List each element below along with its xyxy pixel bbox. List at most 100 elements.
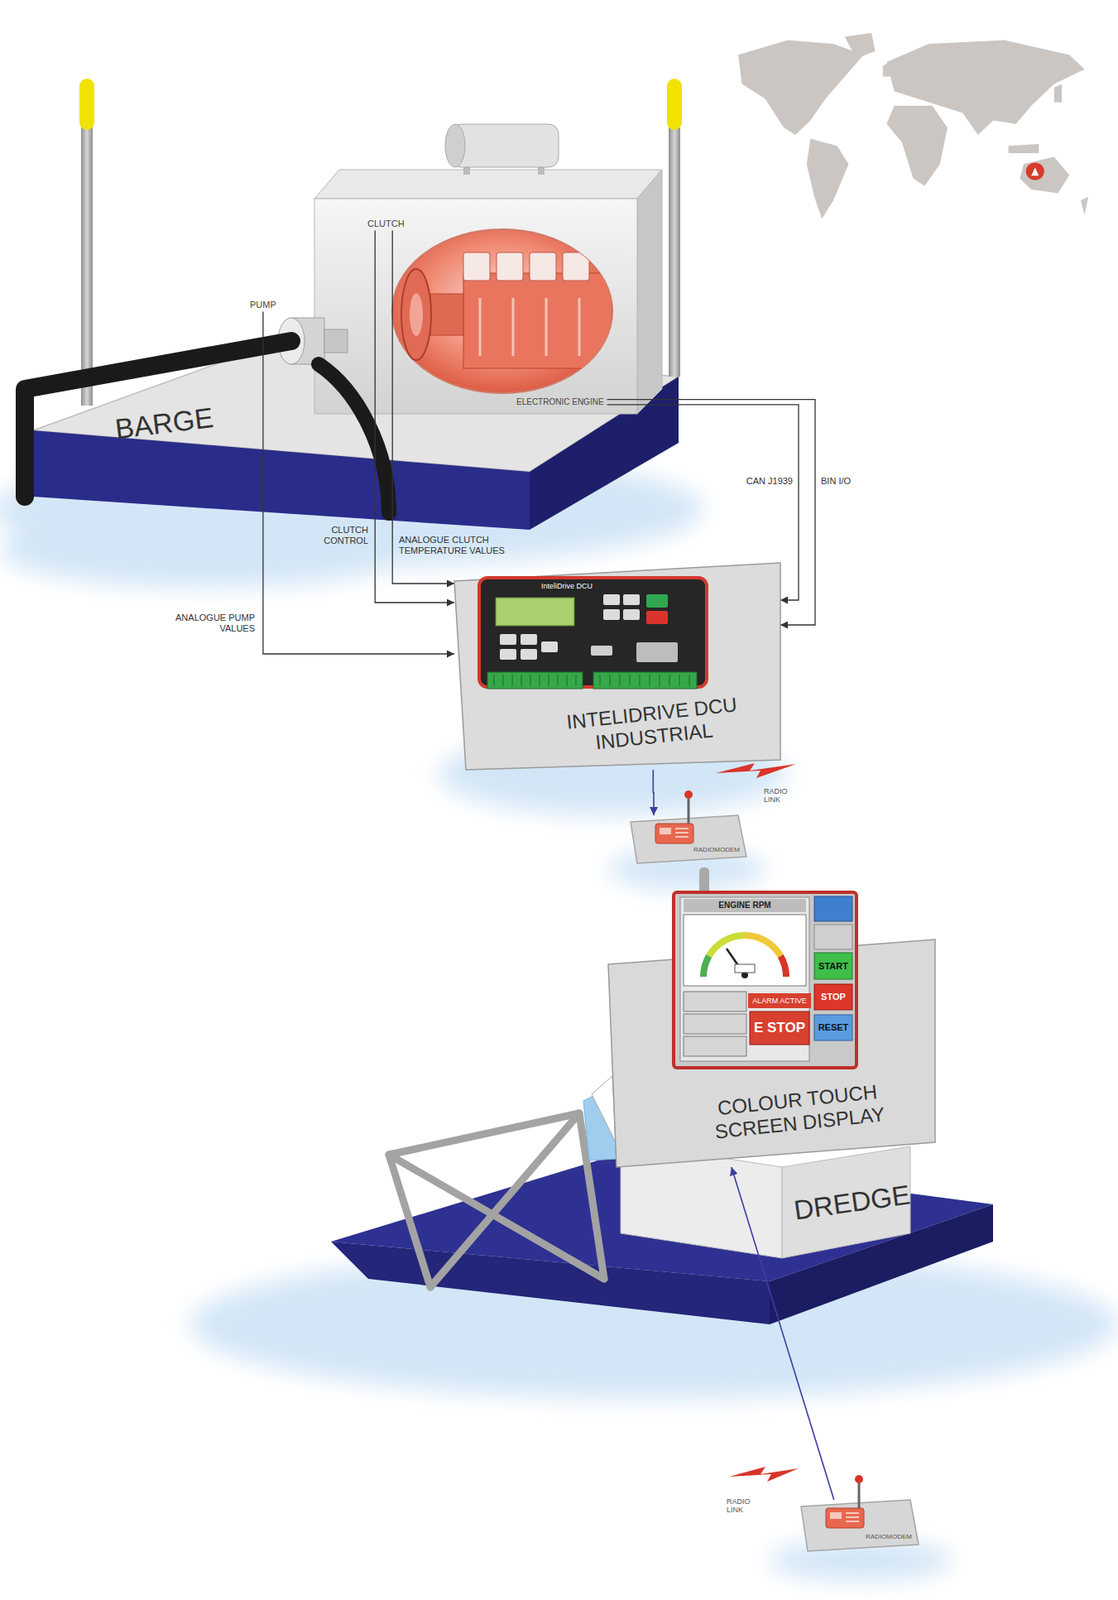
hose: [24, 340, 389, 514]
radio-modem: RADIOMODEM: [801, 1499, 919, 1551]
node-text: PUMP: [249, 299, 277, 311]
terminal-block: [619, 674, 621, 687]
dredge-gantry: [430, 1113, 580, 1287]
panel-outline: [454, 562, 781, 770]
modem-icon: [655, 823, 694, 844]
continent: [1008, 143, 1040, 154]
terminal-block: [659, 674, 661, 687]
modem-icon: [830, 1511, 842, 1519]
dredge-cabin: [591, 1075, 616, 1142]
panel-shape: [630, 815, 747, 864]
dredge-hull: [331, 1241, 770, 1325]
engine-cutaway: [430, 293, 464, 336]
terminal-block: [593, 671, 697, 689]
link-label: RADIO LINK: [726, 1494, 765, 1517]
terminal-block: [609, 674, 611, 687]
engine-housing: [451, 124, 559, 168]
antenna: [687, 796, 691, 824]
keypad-button: [590, 645, 613, 656]
controller-device: [479, 577, 707, 687]
continent: [886, 105, 948, 187]
start-button: [646, 594, 668, 608]
touch-screen: [680, 897, 810, 1061]
link-label: RADIO LINK: [763, 784, 802, 807]
screen-button-text: START: [814, 952, 853, 979]
node-text: CLUTCH: [367, 218, 405, 230]
panel-shape: [801, 1499, 919, 1551]
antenna: [854, 1474, 864, 1483]
engine-cutaway: [545, 297, 548, 356]
touch-screen: [683, 991, 747, 1012]
device-name: InteliDrive DCU: [541, 580, 649, 592]
terminal-block: [599, 674, 601, 687]
mast: [81, 124, 93, 406]
terminal-block: [679, 674, 681, 687]
modem-icon: [675, 827, 689, 830]
cloud: [0, 513, 414, 588]
touch-screen: [683, 1036, 747, 1056]
hose: [24, 340, 292, 497]
terminal-block: [487, 671, 583, 689]
engine-cutaway: [463, 252, 490, 281]
engine-cutaway: [512, 297, 515, 356]
modem-icon: [845, 1520, 859, 1522]
pump: [324, 329, 348, 353]
dredge-gantry: [388, 1154, 605, 1279]
modem-icon: [675, 831, 689, 834]
modem-icon: [845, 1516, 859, 1518]
terminal-block: [512, 674, 514, 687]
touch-screen: [814, 896, 853, 922]
engine-housing: [637, 169, 663, 414]
touch-screen: [726, 948, 745, 975]
lcd-screen: [495, 597, 575, 626]
node-text: ELECTRONIC ENGINE: [516, 397, 605, 408]
continent: [1054, 83, 1062, 102]
touch-screen: [683, 914, 807, 986]
node-text: BARGE: [113, 401, 216, 446]
engine-cutaway: [479, 297, 482, 356]
touch-screen: [780, 955, 787, 977]
vessel-label: BARGE: [111, 405, 217, 442]
touch-screen: [749, 1011, 810, 1045]
terminal-block: [639, 674, 641, 687]
touch-screen: [814, 983, 853, 1010]
panel-outline: [608, 939, 936, 1167]
signal-label: ANALOGUE CLUTCH TEMPERATURE VALUES: [398, 534, 524, 557]
keypad-button: [623, 594, 640, 605]
mast: [668, 124, 681, 377]
node-text: RADIOMODEM: [633, 845, 740, 854]
engine-cutaway: [578, 297, 581, 356]
touch-screen: [814, 952, 853, 979]
screen-button-text: E STOP: [749, 1011, 810, 1045]
screen-title: ENGINE RPM: [683, 898, 807, 912]
stop-button: [646, 610, 668, 624]
engine-cutaway: [409, 292, 423, 336]
continent: [844, 33, 876, 59]
screen-button-text: ALARM ACTIVE: [748, 993, 811, 1008]
radio-link-symbol: [729, 1466, 799, 1482]
continent: [1019, 156, 1070, 193]
signal-label: CAN J1939: [734, 475, 793, 487]
terminal-block: [494, 674, 495, 687]
engine-cutaway: [529, 252, 557, 281]
keypad-button: [603, 609, 620, 620]
engine-cutaway: [401, 268, 432, 360]
terminal-block: [575, 674, 577, 687]
engine-housing: [314, 198, 638, 414]
engine-housing: [314, 169, 663, 199]
touch-screen: [744, 935, 781, 956]
touch-screen: [703, 955, 710, 977]
antenna: [858, 1481, 861, 1508]
keypad-button: [636, 642, 678, 663]
keypad-button: [541, 641, 558, 653]
engine-housing: [314, 124, 663, 414]
keypad-button: [499, 633, 517, 645]
modem-icon: [659, 827, 672, 835]
touch-screen: [709, 935, 745, 956]
screen-button-text: STOP: [814, 983, 853, 1010]
engine-housing: [445, 124, 466, 168]
modem-icon: [675, 835, 689, 838]
location-marker: [1026, 162, 1045, 180]
